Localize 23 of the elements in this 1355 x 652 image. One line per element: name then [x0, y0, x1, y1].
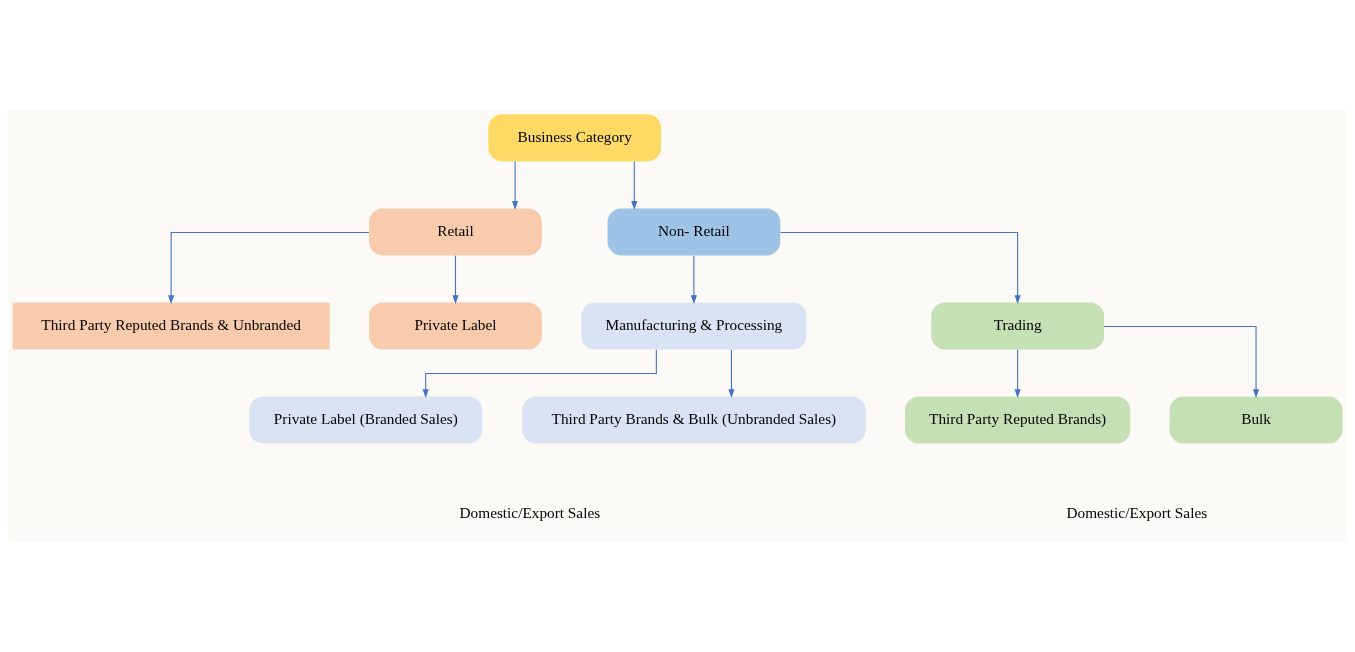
node-box: Private Label	[369, 302, 542, 350]
node-box: Non- Retail	[607, 208, 781, 256]
node-box: Retail	[369, 208, 542, 256]
arrow	[1103, 326, 1260, 399]
arrow	[1014, 349, 1021, 398]
arrow	[780, 231, 1021, 305]
arrow	[422, 349, 657, 398]
node-box: Third Party Brands & Bulk (Unbranded Sales)	[522, 396, 866, 444]
arrow	[512, 161, 519, 210]
node-box: Manufacturing & Processing	[581, 302, 807, 350]
arrow	[631, 161, 638, 210]
label: Domestic/Export Sales	[1066, 504, 1208, 522]
node-box: Bulk	[1169, 396, 1343, 444]
node-box: Private Label (Branded Sales)	[249, 396, 483, 444]
label: Domestic/Export Sales	[459, 504, 601, 522]
arrow	[452, 255, 459, 304]
node-box: Trading	[931, 302, 1105, 350]
arrow	[168, 231, 370, 305]
node-box: Third Party Reputed Brands)	[905, 396, 1131, 444]
node-box: Business Category	[488, 114, 662, 162]
arrow	[728, 349, 735, 398]
arrow	[690, 255, 697, 304]
node-box: Third Party Reputed Brands & Unbranded	[12, 302, 330, 350]
